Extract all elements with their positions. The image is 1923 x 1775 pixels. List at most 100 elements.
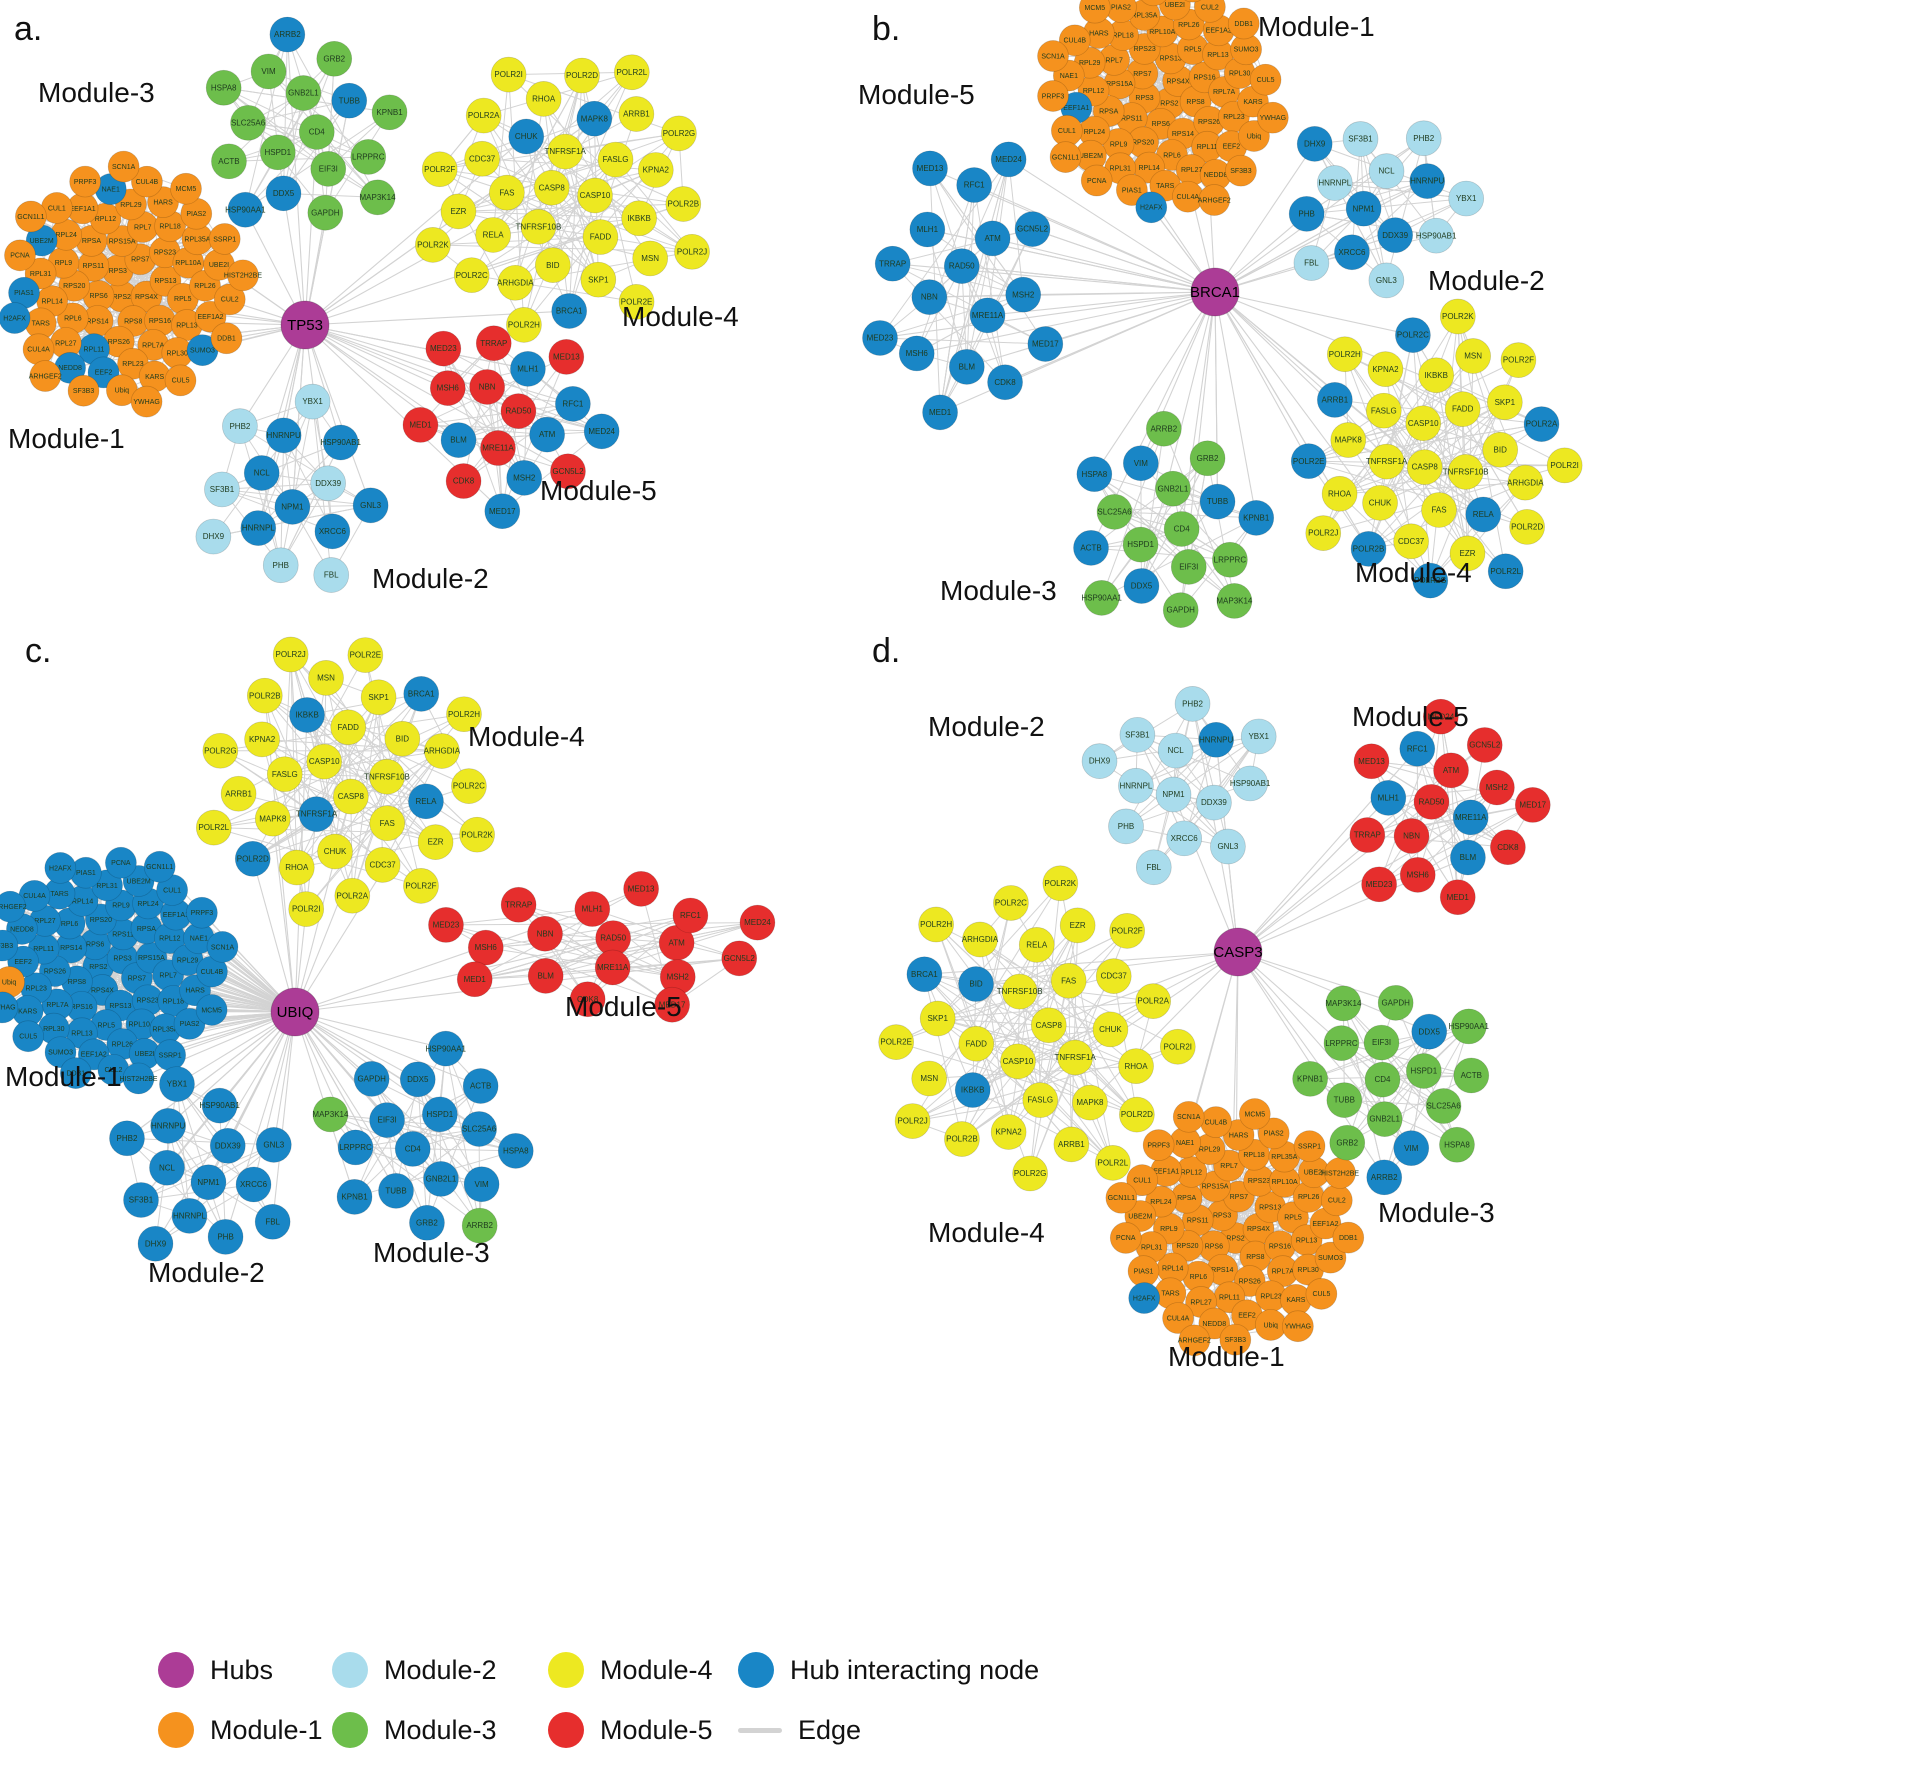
edge <box>552 159 616 266</box>
node-ARHGDIA <box>424 733 460 769</box>
node-label: RPL18 <box>1112 32 1134 39</box>
node-label: MLH1 <box>917 225 939 234</box>
node-label: NAE1 <box>1060 73 1078 80</box>
edge <box>228 58 335 162</box>
node-H2AFX <box>1135 191 1168 224</box>
node-label: YBX1 <box>1456 194 1477 203</box>
node-EIF3I <box>310 151 347 187</box>
node-label: TNFRSF10B <box>1443 468 1489 477</box>
node-label: RPS8 <box>68 979 86 986</box>
node-XRCC6 <box>314 513 351 550</box>
node-EIF3I <box>1363 1024 1400 1061</box>
hub-edge <box>225 1011 296 1237</box>
node-label: RPS20 <box>63 283 85 290</box>
node-YBX1 <box>294 383 331 420</box>
node-label: RPS7 <box>1230 1194 1248 1201</box>
edge <box>1417 804 1534 876</box>
node-label: HSPD1 <box>1410 1067 1437 1076</box>
edge <box>1125 736 1259 827</box>
node-label: PIAS1 <box>1122 187 1142 194</box>
node-CASP10 <box>306 743 343 780</box>
node-label: CASP10 <box>580 191 611 200</box>
node-label: H2AFX <box>1133 1295 1156 1302</box>
edge <box>1306 198 1467 215</box>
node-label: PHB2 <box>117 1134 138 1143</box>
node-label: POLR2K <box>1442 312 1474 321</box>
node-SF3B3 <box>0 929 19 962</box>
node-HSP90AB1 <box>1418 217 1455 254</box>
node-label: POLR2E <box>350 651 382 660</box>
node-label: PRPF3 <box>191 910 214 917</box>
node-MED17 <box>1514 787 1551 823</box>
node-label: DDX39 <box>1201 798 1227 807</box>
node-label: POLR2G <box>1414 576 1446 585</box>
node-label: MSH6 <box>437 384 460 393</box>
node-label: KPNB1 <box>341 1192 368 1201</box>
edge <box>176 1084 190 1216</box>
node-label: SCN1A <box>112 164 136 171</box>
node-label: RPS6 <box>89 293 107 300</box>
node-HSPA8 <box>205 69 242 106</box>
node-label: KARS <box>145 374 164 381</box>
edge <box>1090 547 1230 561</box>
edge <box>1207 458 1235 602</box>
node-label: RPL18 <box>159 224 181 231</box>
node-ARRB1 <box>220 775 257 812</box>
node-PHB2 <box>222 408 258 445</box>
edge <box>1188 458 1209 567</box>
node-label: RPL30 <box>1297 1267 1319 1274</box>
node-label: GNL3 <box>1376 276 1397 285</box>
node-label: RPL7A <box>1272 1268 1295 1275</box>
hub-label: TP53 <box>287 317 323 334</box>
node-label: NAE1 <box>190 936 208 943</box>
node-FBL <box>254 1203 291 1240</box>
node-label: EEF1A1 <box>70 206 96 213</box>
node-NPM1 <box>1345 190 1382 227</box>
node-label: RPL12 <box>1083 88 1105 95</box>
node-label: POLR2E <box>880 1038 912 1047</box>
node-label: RPL5 <box>1284 1215 1302 1222</box>
node-MSH2 <box>1479 769 1515 806</box>
node-MSH6 <box>467 929 504 966</box>
node-label: MED23 <box>433 921 460 930</box>
node-label: MED1 <box>464 975 487 984</box>
hub-edge <box>1237 951 1383 1081</box>
node-label: RPL7A <box>142 342 165 349</box>
node-label: RPL13 <box>1207 52 1229 59</box>
hub-edge <box>1237 951 1396 1004</box>
node-label: RPS20 <box>1176 1243 1198 1250</box>
node-label: ARRB2 <box>1150 424 1177 433</box>
hub-edge <box>1214 291 1414 336</box>
node-label: FASLG <box>272 770 298 779</box>
node-label: RPL11 <box>1219 1295 1240 1302</box>
node-ATM <box>974 220 1011 257</box>
node-TNFRSF1A <box>298 796 335 832</box>
node-label: EEF2 <box>1238 1313 1256 1320</box>
node-ATM <box>529 416 565 453</box>
node-label: CUL5 <box>19 1034 37 1041</box>
edge <box>975 902 1012 1044</box>
hub-edge <box>939 291 1216 413</box>
node-YWHAG <box>0 991 19 1024</box>
node-label: POLR2I <box>1164 1042 1192 1051</box>
node-label: MED17 <box>489 507 516 516</box>
node-label: GRB2 <box>416 1218 438 1227</box>
node-H2AFX <box>0 302 31 334</box>
node-SKP1 <box>1486 384 1523 421</box>
node-LRPPRC <box>350 139 387 175</box>
node-MSN <box>308 660 344 696</box>
node-label: RPS15A <box>109 238 136 245</box>
node-TNFRSF10B <box>1001 973 1038 1010</box>
node-label: RPS26 <box>108 339 130 346</box>
node-ACTB <box>462 1068 499 1104</box>
node-label: PIAS2 <box>1264 1131 1284 1138</box>
node-ACTB <box>1073 529 1109 566</box>
node-label: SSRP1 <box>1298 1144 1321 1151</box>
node-ARHGDIA <box>962 921 998 958</box>
edge <box>1114 511 1235 602</box>
node-label: CUL4A <box>23 893 46 900</box>
node-SKP1 <box>360 679 397 716</box>
nodes-layer: CASP8CASP10TNFRSF10BTNFRSF1AFADDFASFASLG… <box>0 636 776 1288</box>
node-label: RPL6 <box>64 316 82 323</box>
node-label: RPL27 <box>55 340 77 347</box>
